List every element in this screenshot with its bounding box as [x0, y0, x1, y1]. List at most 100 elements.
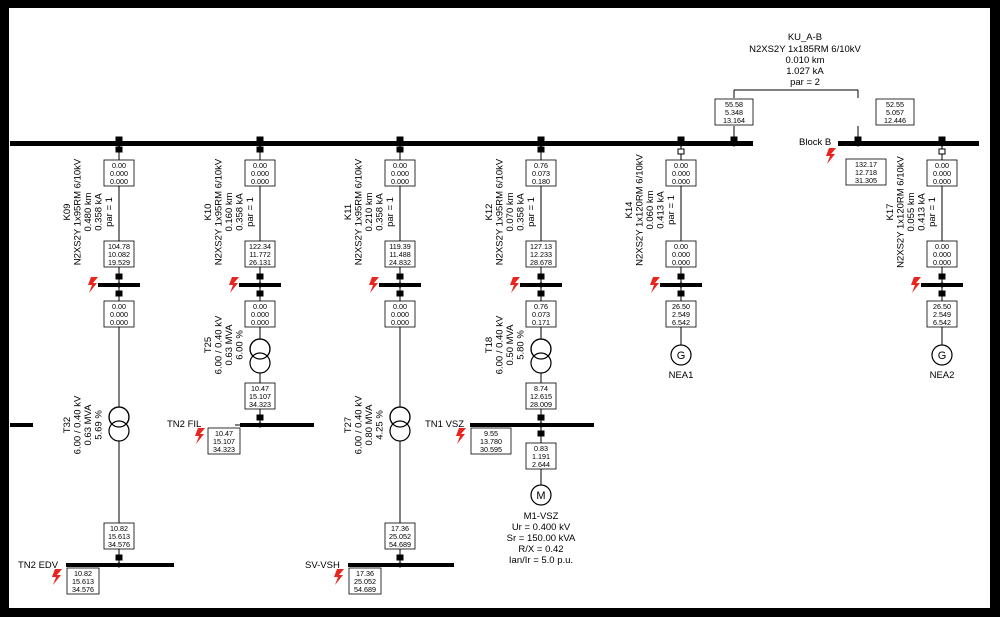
cable-k09-label-line: 0.358 kA: [94, 193, 105, 231]
result-value: 52.55: [886, 100, 904, 109]
transformer-t25-label-line: T25: [203, 337, 214, 353]
generator-nea2-glyph: G: [938, 350, 947, 362]
result-value: 0.000: [251, 177, 269, 186]
busbar-tn2-fil[interactable]: [240, 423, 314, 427]
result-value: 17.36: [356, 569, 374, 578]
result-value: 26.131: [249, 258, 271, 267]
result-value: 119.39: [389, 242, 410, 251]
result-value: 0.000: [672, 250, 690, 259]
result-value: 0.000: [391, 177, 409, 186]
svg-text:M1-VSZ: M1-VSZ: [524, 511, 559, 522]
result-value: 127.13: [530, 242, 552, 251]
cable-k14-label-line: par = 1: [666, 195, 677, 225]
generator-nea2-symbol[interactable]: [931, 344, 953, 366]
result-value: 10.082: [108, 250, 130, 259]
result-value: 0.073: [532, 310, 550, 319]
busbar-block-a[interactable]: [10, 141, 753, 146]
busbar-sv-vsh-label: SV-VSH: [305, 560, 340, 571]
cable-k17-label-line: N2XS2Y 1x120RM 6/10kV: [896, 155, 907, 267]
cable-k11-label-line: N2XS2Y 1x95RM 6/10kV: [354, 158, 365, 265]
result-value: 0.000: [391, 310, 409, 319]
result-value: 10.47: [251, 384, 269, 393]
generator-nea1-label: NEA1: [669, 370, 694, 381]
cable-k09-label-line: par = 1: [104, 197, 115, 227]
result-value: 0.00: [674, 242, 688, 251]
result-value: 0.00: [112, 161, 126, 170]
result-value: 1.191: [532, 452, 550, 461]
result-value: 26.50: [933, 302, 951, 311]
svg-text:1.027 kA: 1.027 kA: [786, 66, 824, 77]
result-value: 2.644: [532, 460, 550, 469]
result-value: 5.057: [886, 108, 904, 117]
result-value: 28.009: [530, 400, 552, 409]
transformer-t18-label-line: T18: [484, 337, 495, 353]
cable-k12-label-line: 0.358 kA: [516, 193, 527, 231]
cable-k14-label-line: 0.413 kA: [656, 191, 667, 229]
busbar-left-stub[interactable]: [10, 423, 33, 427]
transformer-t32-label-line: 5.69 %: [94, 410, 105, 440]
result-value: 0.000: [251, 318, 269, 327]
result-value: 13.164: [723, 116, 745, 125]
result-value: 0.000: [110, 310, 128, 319]
cable-k17-label-line: 0.055 km: [906, 192, 917, 231]
result-value: 0.00: [935, 161, 949, 170]
result-value: 0.000: [933, 177, 951, 186]
cable-k10-label-line: 0.160 km: [224, 192, 235, 231]
svg-text:Ur = 0.400 kV: Ur = 0.400 kV: [512, 522, 571, 533]
result-value: 0.00: [112, 302, 126, 311]
result-value: 34.323: [249, 400, 271, 409]
cable-k11-label-line: 0.210 km: [364, 192, 375, 231]
result-value: 12.718: [855, 168, 877, 177]
result-value: 0.000: [672, 258, 690, 267]
busbar-block-b[interactable]: [838, 141, 979, 146]
result-value: 0.000: [251, 310, 269, 319]
generator-nea2-label: NEA2: [930, 370, 955, 381]
result-value: 25.052: [354, 577, 376, 586]
generator-nea1-symbol[interactable]: [670, 344, 692, 366]
result-value: 0.000: [672, 169, 690, 178]
result-value: 11.772: [249, 250, 270, 259]
result-value: 10.82: [110, 524, 128, 533]
busbar-tn1-vsz[interactable]: [470, 423, 594, 427]
cable-ku-ab-link[interactable]: [733, 89, 859, 98]
cable-k10-label-line: N2XS2Y 1x95RM 6/10kV: [214, 158, 225, 265]
motor-m1-vsz-symbol[interactable]: [530, 484, 552, 506]
cable-k10-label-line: par = 1: [245, 197, 256, 227]
